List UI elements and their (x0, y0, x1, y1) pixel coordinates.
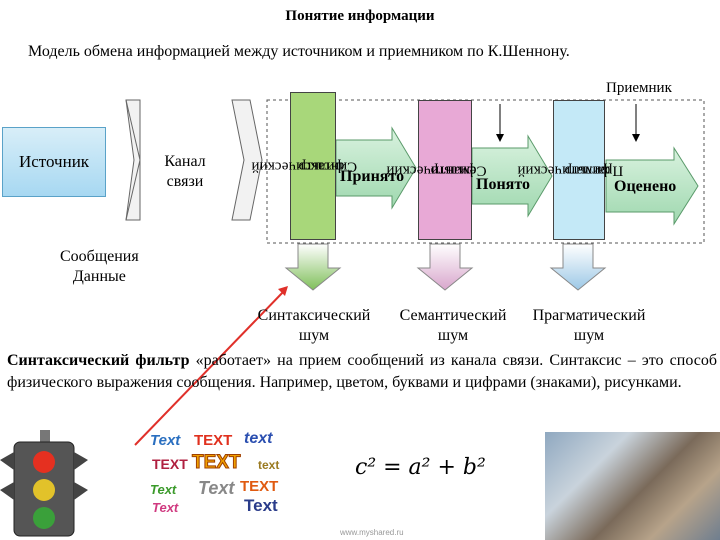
channel-chevron-bracket (125, 99, 141, 221)
text-logo: Text (150, 482, 177, 497)
traffic-light-image (0, 430, 88, 537)
text-logo: TEXT (152, 456, 188, 472)
subtitle: Модель обмена информацией между источник… (28, 43, 570, 60)
understood-label: Понято (476, 176, 530, 193)
text-logo: text (244, 430, 273, 447)
text-logo: Text (198, 478, 235, 498)
channel-chevron-right (231, 99, 263, 221)
red-pointer-arrow (134, 289, 286, 446)
text-logo: TEXT (240, 478, 279, 495)
source-box: Источник (2, 127, 106, 197)
accepted-label: Принято (340, 168, 405, 185)
evaluated-label: Оценено (614, 178, 677, 195)
description-paragraph: Синтаксический фильтр «работает» на прие… (7, 352, 717, 391)
page-title: Понятие информации (285, 8, 435, 24)
pragmatic-noise-arrow (549, 243, 607, 291)
text-logos-image: Text TEXT text TEXT TEXT text Text Text … (148, 430, 288, 522)
text-logo: Text (152, 500, 179, 515)
understood-arrow (471, 134, 553, 218)
channel-chevron-left (125, 99, 141, 221)
accepted-arrow (335, 126, 417, 210)
syntactic-noise-arrow (284, 243, 342, 291)
text-logo: TEXT (194, 432, 233, 449)
text-logo: text (258, 458, 280, 472)
pythagorean-formula: c² = a² + b² (355, 455, 486, 480)
text-logo: Text (150, 432, 181, 449)
receiver-boundary (266, 99, 705, 244)
semantic-noise-arrow (416, 243, 474, 291)
street-painting-image (545, 432, 720, 540)
evaluated-arrow (605, 146, 699, 226)
source-url: www.myshared.ru (340, 528, 404, 537)
receiver-label: Приемник (606, 80, 672, 96)
text-logo: Text (244, 496, 278, 515)
text-logo: TEXT (192, 452, 242, 474)
